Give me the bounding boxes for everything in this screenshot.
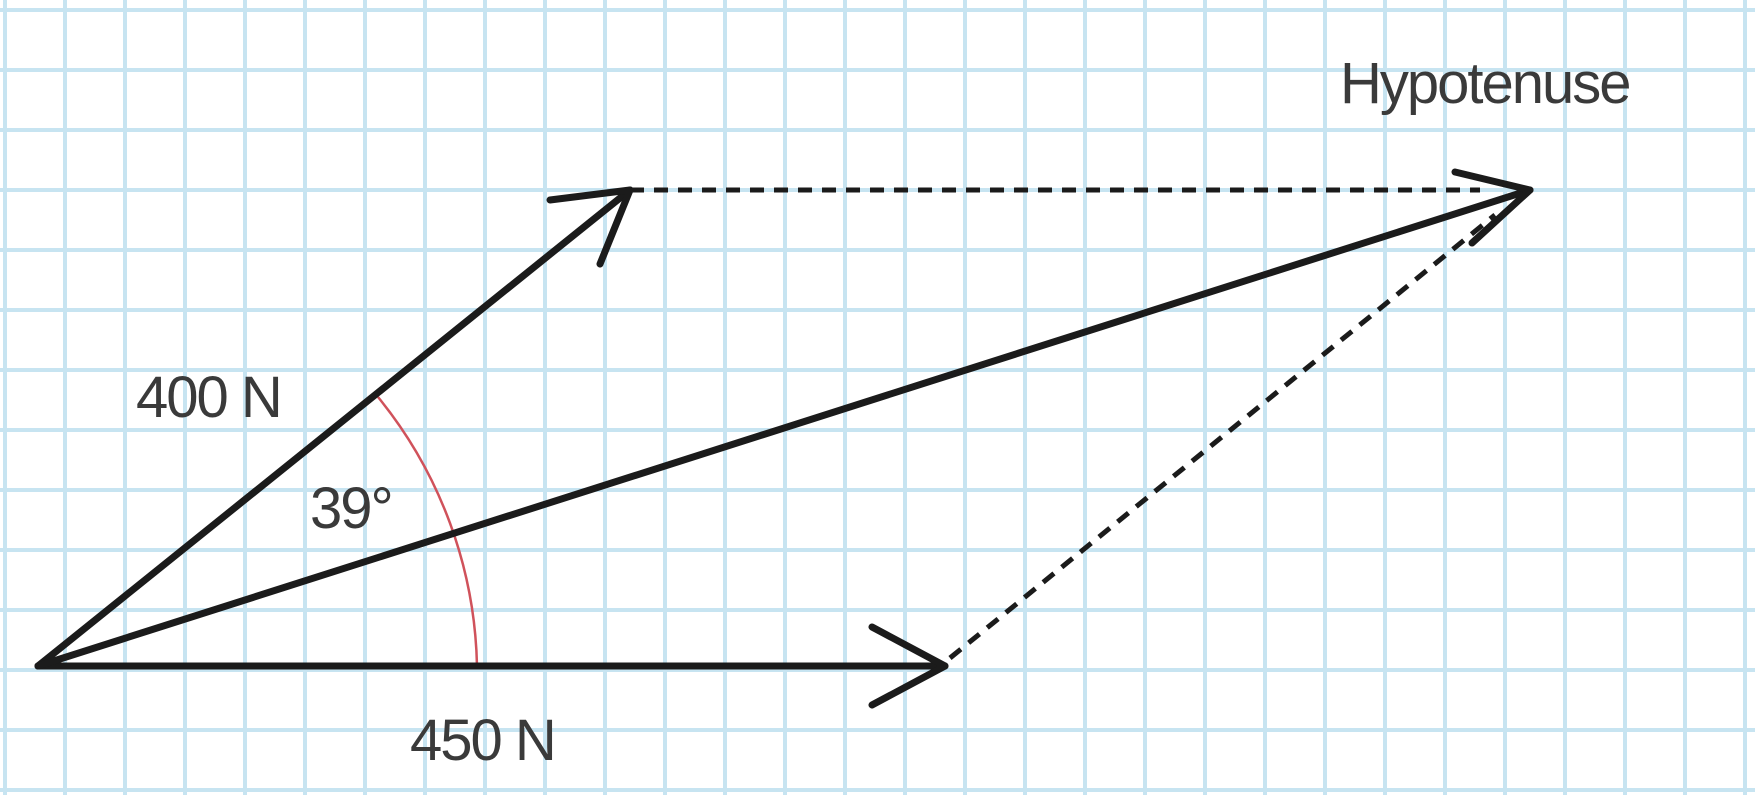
vector-450n-arrowhead	[868, 623, 949, 709]
vector-400n-arrowhead	[546, 186, 634, 268]
hypotenuse-label: Hypotenuse	[1340, 51, 1630, 116]
force-400n-label: 400 N	[136, 365, 281, 430]
resultant-vector-shaft	[34, 186, 1534, 670]
angle-arc	[377, 396, 479, 667]
vector-400n-shaft	[34, 186, 634, 670]
dashed-parallel-right	[948, 213, 1497, 660]
resultant-vector-arrowhead	[1451, 168, 1534, 247]
angle-label: 39°	[310, 476, 392, 541]
force-450n-label: 450 N	[410, 708, 555, 773]
